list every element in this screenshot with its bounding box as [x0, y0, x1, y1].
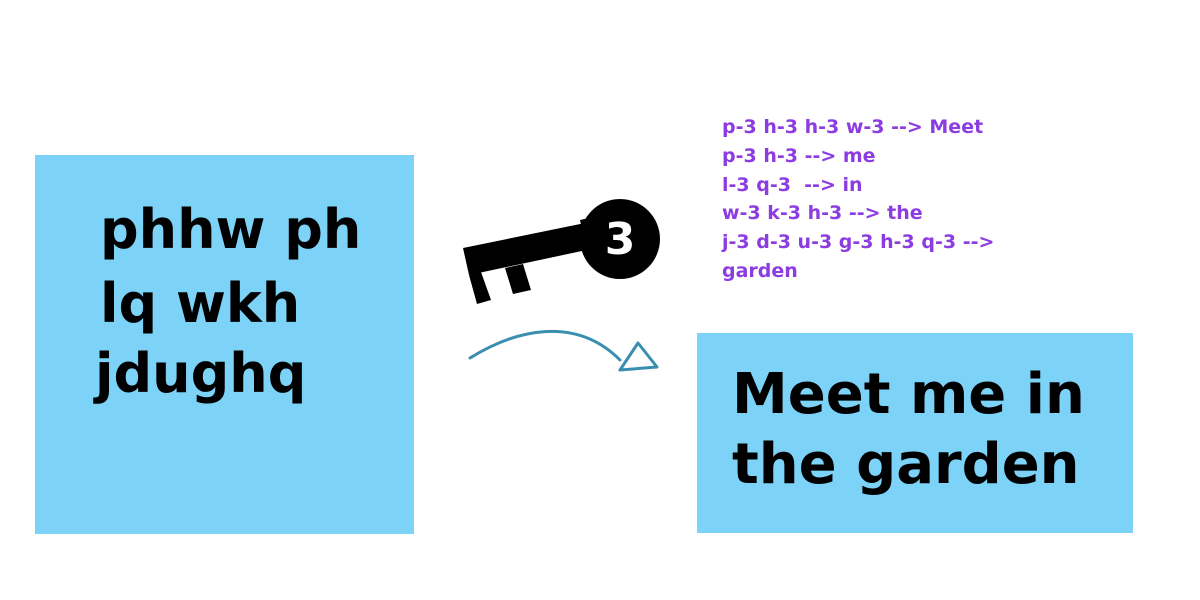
- arrow-curve: [468, 330, 622, 362]
- arrow-head: [618, 341, 659, 372]
- plaintext-line: Meet me in: [732, 362, 1085, 427]
- mapping-line: p-3 h-3 --> me: [722, 144, 876, 167]
- ciphertext-box: phhw ph lq wkh jdughq: [35, 155, 414, 534]
- key-shift-number: 3: [605, 214, 636, 265]
- mapping-line: garden: [722, 259, 798, 282]
- ciphertext-line: phhw ph: [100, 198, 362, 261]
- ciphertext-line: lq wkh: [100, 272, 301, 335]
- plaintext-line: the garden: [732, 432, 1080, 497]
- plaintext-box: Meet me in the garden: [697, 333, 1133, 533]
- mapping-line: l-3 q-3 --> in: [722, 173, 863, 196]
- mapping-line: w-3 k-3 h-3 --> the: [722, 202, 923, 225]
- shift-mapping-list: p-3 h-3 h-3 w-3 --> Meet p-3 h-3 --> me …: [722, 113, 1182, 286]
- mapping-line: j-3 d-3 u-3 g-3 h-3 q-3 -->: [722, 231, 995, 254]
- ciphertext-line: jdughq: [95, 342, 307, 405]
- curved-arrow-icon: [468, 330, 659, 372]
- key-icon: 3: [463, 199, 660, 304]
- mapping-line: p-3 h-3 h-3 w-3 --> Meet: [722, 116, 984, 138]
